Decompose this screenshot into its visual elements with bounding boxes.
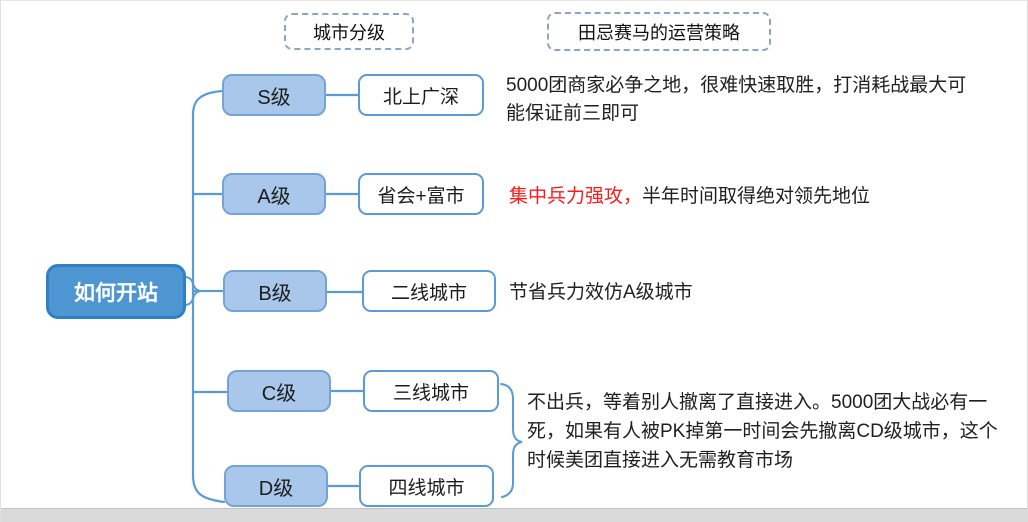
city-node-c: 三线城市: [363, 370, 499, 412]
note-a-tier: 集中兵力强攻，半年时间取得绝对领先地位: [509, 183, 1019, 211]
tree-spine-line: [191, 89, 226, 504]
tier-b-label: B级: [258, 282, 292, 305]
note-s-tier: 5000团商家必争之地，很难快速取胜，打消耗战最大可能保证前三即可: [506, 75, 967, 124]
tier-node-b: B级: [223, 270, 327, 312]
header-city-tiers-label: 城市分级: [313, 22, 385, 43]
header-box-strategy: 田忌赛马的运营策略: [547, 12, 771, 51]
city-d-label: 四线城市: [388, 477, 465, 499]
city-c-label: 三线城市: [392, 382, 469, 404]
city-node-s: 北上广深: [358, 74, 484, 116]
tier-node-a: A级: [222, 173, 326, 215]
city-node-d: 四线城市: [359, 465, 494, 507]
tier-node-c: C级: [227, 370, 331, 412]
curly-brace-icon: [500, 383, 523, 498]
root-node: 如何开站: [46, 264, 186, 319]
bottom-edge-bar: [1, 508, 1027, 522]
city-s-label: 北上广深: [382, 86, 459, 108]
tier-a-label: A级: [257, 185, 291, 208]
tier-node-s: S级: [222, 74, 326, 116]
note-b-tier: 节省兵力效仿A级城市: [509, 282, 693, 303]
note-a-rest: 半年时间取得绝对领先地位: [642, 186, 871, 207]
tier-s-label: S级: [257, 86, 291, 109]
note-cd-tiers: 不出兵，等着别人撤离了直接进入。5000团大战必有一死，如果有人被PK掉第一时间…: [527, 392, 998, 471]
tier-c-label: C级: [261, 382, 297, 405]
tier-node-d: D级: [224, 465, 328, 507]
city-b-label: 二线城市: [390, 282, 467, 304]
header-strategy-label: 田忌赛马的运营策略: [578, 22, 740, 43]
root-brace-icon: [185, 276, 204, 306]
root-label: 如何开站: [74, 281, 158, 305]
tier-d-label: D级: [258, 477, 294, 500]
note-a-highlight: 集中兵力强攻，: [509, 186, 643, 207]
city-node-a: 省会+富市: [358, 173, 484, 215]
city-a-label: 省会+富市: [377, 185, 465, 207]
header-box-city-tiers: 城市分级: [284, 13, 414, 50]
city-node-b: 二线城市: [362, 270, 496, 312]
